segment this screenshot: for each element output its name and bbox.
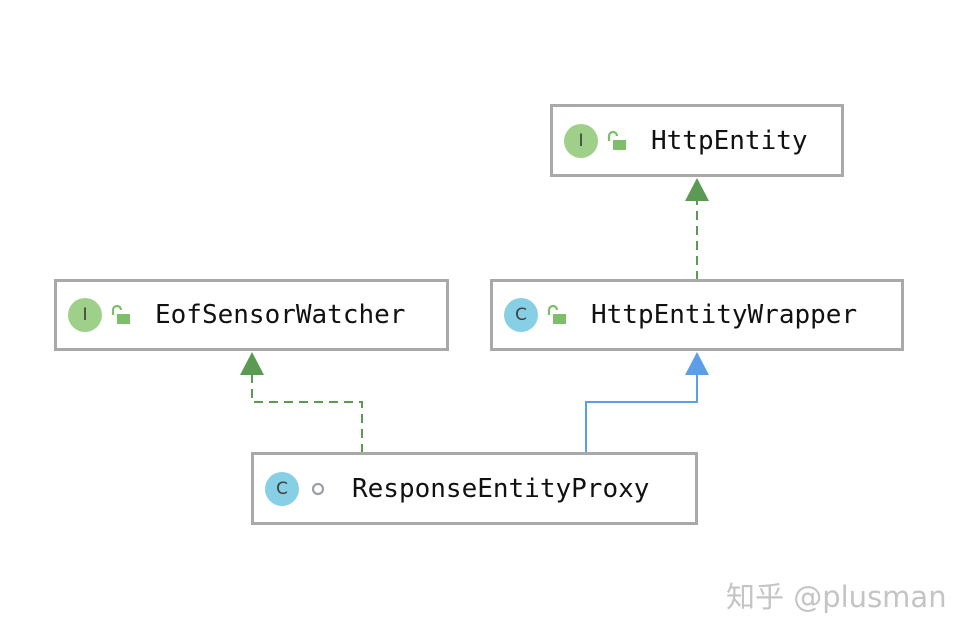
node-name: HttpEntityWrapper bbox=[591, 300, 858, 330]
node-name: HttpEntity bbox=[651, 125, 808, 156]
public-unlock-icon bbox=[605, 129, 629, 153]
class-badge-icon: C bbox=[504, 298, 538, 332]
edge-proxy-extends-wrapper bbox=[585, 352, 709, 453]
interface-badge-icon: I bbox=[564, 123, 598, 158]
edge-proxy-implements-eofsensorwatcher bbox=[240, 352, 363, 453]
edge-wrapper-implements-httpentity bbox=[685, 178, 709, 280]
node-eof-sensor-watcher[interactable]: I EofSensorWatcher bbox=[54, 279, 449, 351]
node-http-entity-wrapper[interactable]: C HttpEntityWrapper bbox=[490, 279, 904, 351]
node-http-entity[interactable]: I HttpEntity bbox=[550, 104, 844, 177]
node-response-entity-proxy[interactable]: C ResponseEntityProxy bbox=[251, 452, 698, 525]
interface-badge-icon: I bbox=[68, 298, 102, 332]
node-name: ResponseEntityProxy bbox=[352, 473, 650, 504]
public-unlock-icon bbox=[545, 303, 569, 327]
public-unlock-icon bbox=[109, 303, 133, 327]
class-badge-icon: C bbox=[265, 471, 299, 506]
node-name: EofSensorWatcher bbox=[155, 300, 406, 330]
watermark: 知乎 @plusman bbox=[726, 580, 947, 614]
package-private-dot-icon bbox=[306, 477, 330, 501]
